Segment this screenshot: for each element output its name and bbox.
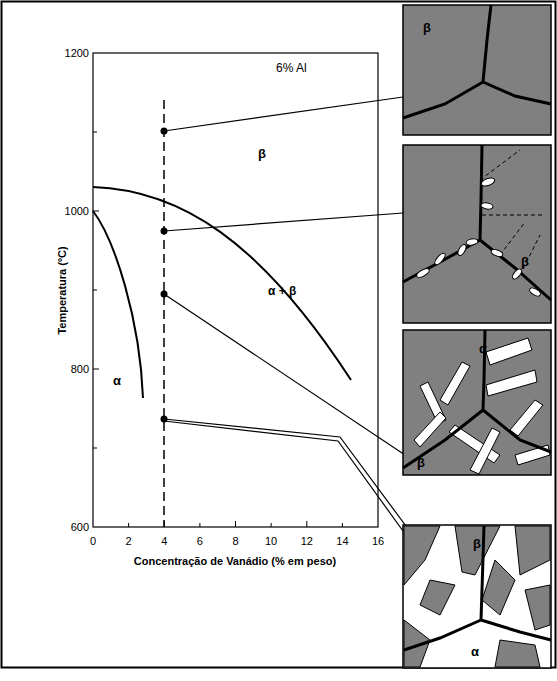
region-label: α + β bbox=[268, 285, 296, 297]
phase-label: α bbox=[471, 645, 479, 658]
micrograph-box: β bbox=[403, 145, 551, 323]
tick-label: 1200 bbox=[65, 48, 89, 59]
phase-label: β bbox=[473, 537, 481, 550]
tick-label: 600 bbox=[71, 522, 89, 533]
region-label: α bbox=[113, 374, 121, 387]
region-label: β bbox=[258, 147, 266, 160]
phase-label: β bbox=[521, 255, 529, 268]
tick-label: 16 bbox=[372, 536, 384, 547]
micrograph-box: βα bbox=[403, 525, 551, 668]
axis-title: Concentração de Vanádio (% em peso) bbox=[134, 556, 336, 567]
micrograph-box: αβ bbox=[403, 330, 551, 475]
micrograph-box: β bbox=[403, 5, 551, 135]
axis-title: Temperatura (ºC) bbox=[56, 246, 67, 334]
tick-label: 2 bbox=[126, 536, 132, 547]
tick-label: 8 bbox=[232, 536, 238, 547]
tick-label: 1000 bbox=[65, 206, 89, 217]
phase-label: β bbox=[417, 456, 425, 469]
tick-label: 12 bbox=[301, 536, 313, 547]
alloy-note: 6% Al bbox=[276, 62, 307, 74]
tick-label: 4 bbox=[161, 536, 167, 547]
tick-label: 10 bbox=[265, 536, 277, 547]
tick-label: 0 bbox=[90, 536, 96, 547]
tick-label: 14 bbox=[336, 536, 348, 547]
phase-label: α bbox=[479, 342, 487, 355]
tick-label: 800 bbox=[71, 364, 89, 375]
tick-label: 6 bbox=[197, 536, 203, 547]
phase-label: β bbox=[423, 21, 431, 34]
